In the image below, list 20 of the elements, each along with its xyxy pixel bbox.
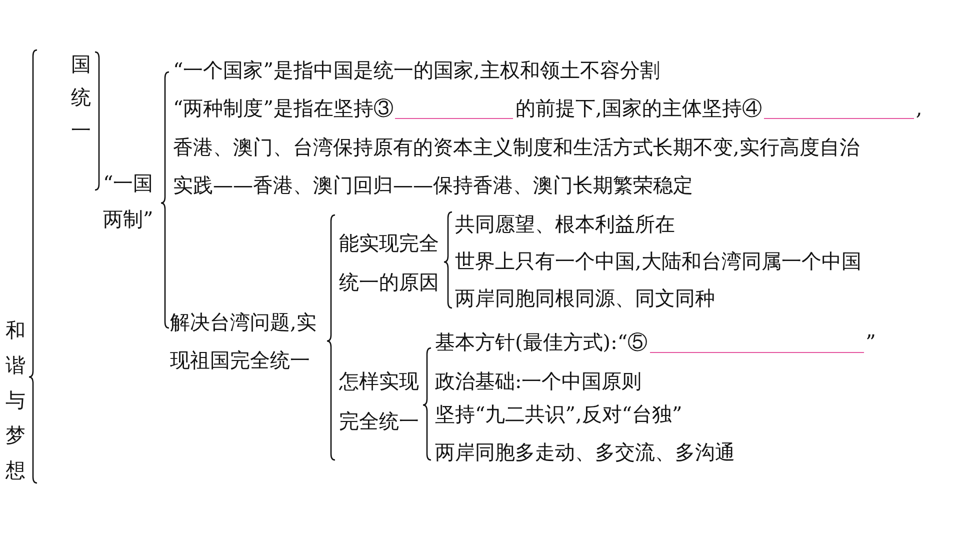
point-text: 政治基础:一个中国原则	[435, 368, 642, 394]
sub-heading: 怎样实现完全统一	[339, 368, 420, 435]
vertical-heading: 国统一	[70, 51, 92, 144]
point-text: 香港、澳门、台湾保持原有的资本主义制度和生活方式长期不变,实行高度自治	[173, 134, 860, 160]
point-text: “一个国家”是指中国是统一的国家,主权和领土不容分割	[173, 57, 660, 83]
punctuation-mark: ”	[866, 330, 876, 354]
vertical-title: 和谐与梦想	[5, 317, 26, 484]
punctuation-mark: ,	[916, 96, 922, 120]
point-text: 共同愿望、根本利益所在	[455, 211, 675, 237]
branch-heading: “一国两制”	[103, 170, 154, 233]
point-text: 两岸同胞同根同源、同文同种	[455, 285, 715, 311]
sub-heading: 能实现完全统一的原因	[339, 230, 440, 296]
point-text: 世界上只有一个中国,大陆和台湾同属一个中国	[455, 248, 862, 274]
point-text: “两种制度”是指在坚持③	[173, 96, 394, 120]
point-text: 基本方针(最佳方式):“⑤	[435, 330, 648, 354]
point-text: 坚持“九二共识”,反对“台独”	[435, 401, 682, 427]
branch-heading: 解决台湾问题,实现祖国完全统一	[170, 309, 318, 374]
point-text: 的前提下,国家的主体坚持④	[515, 96, 762, 120]
point-text: 实践——香港、澳门回归——保持香港、澳门长期繁荣稳定	[173, 172, 693, 198]
point-text: 两岸同胞多走动、多交流、多沟通	[435, 439, 735, 465]
